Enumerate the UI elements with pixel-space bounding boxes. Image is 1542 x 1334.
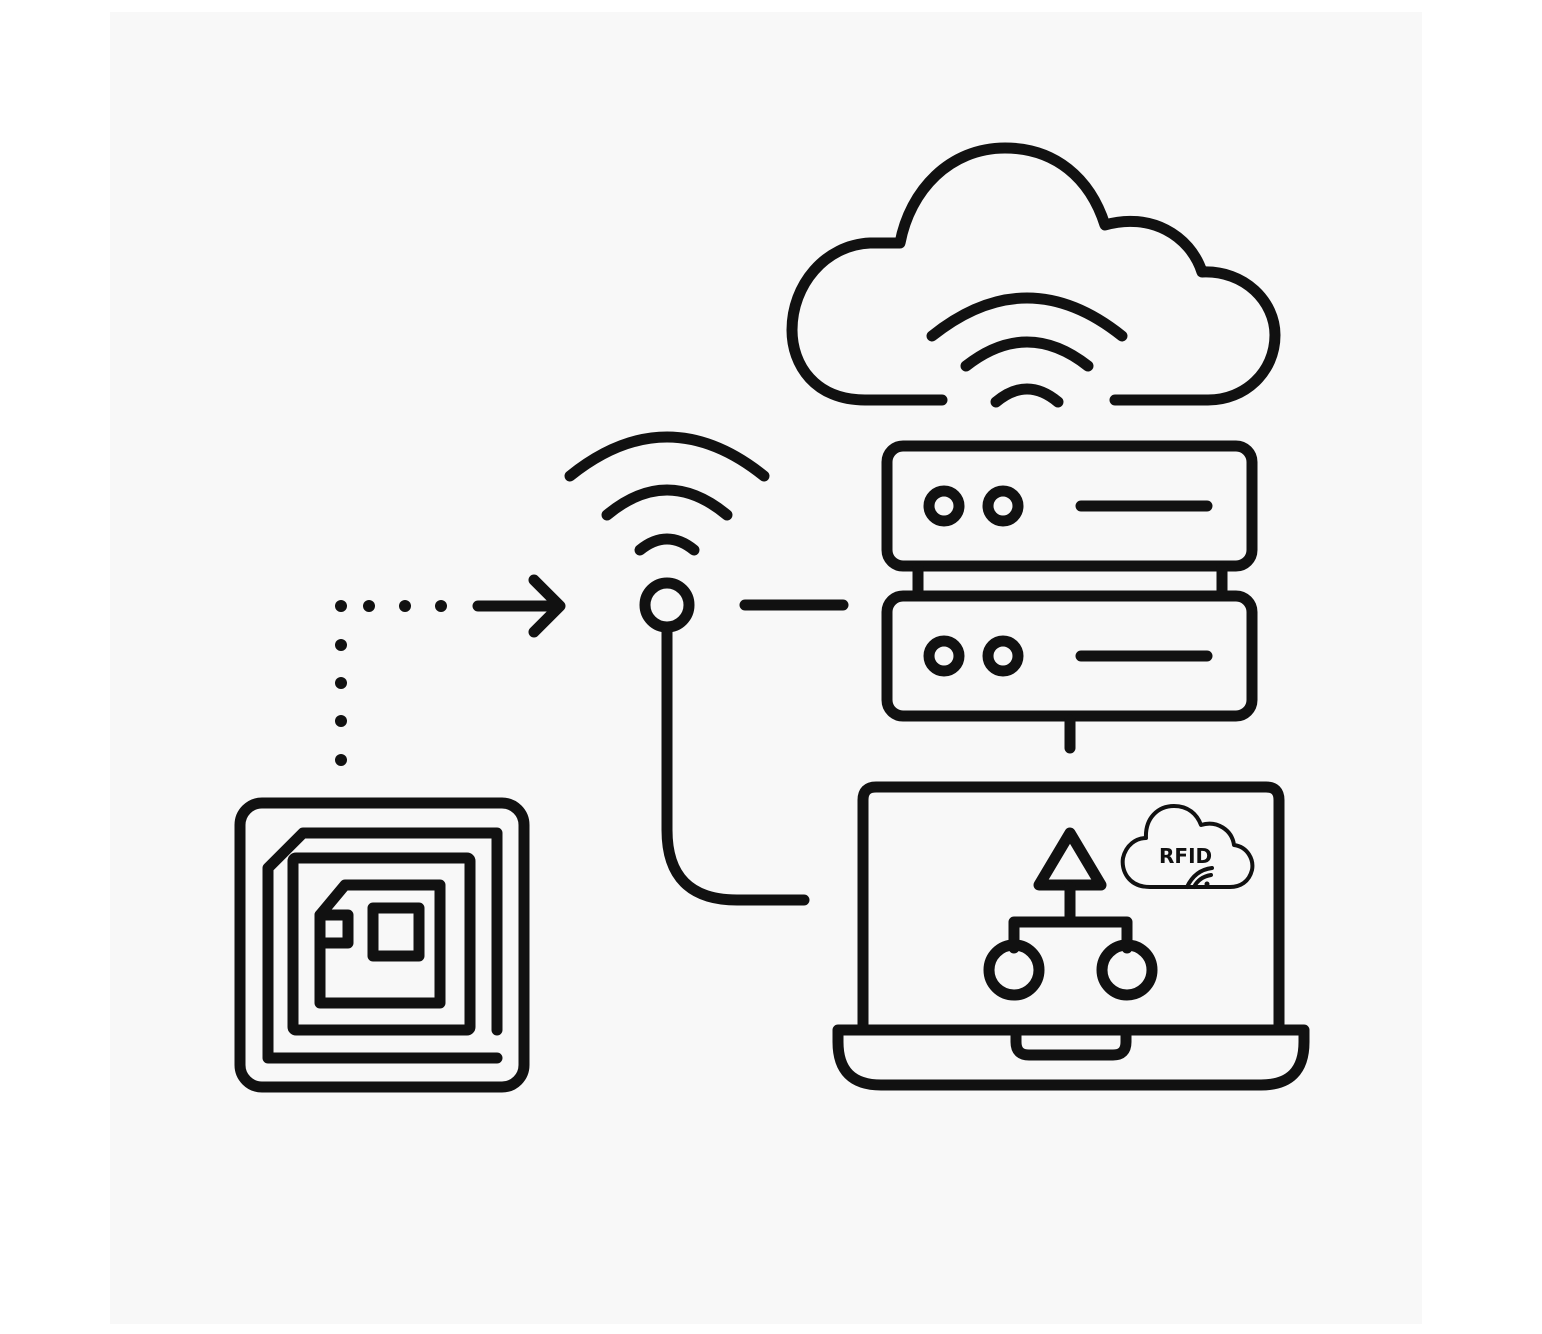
laptop-icon [832, 781, 1310, 1091]
server-rack-icon [881, 440, 1258, 754]
hierarchy-icon [983, 827, 1158, 1001]
rfid-cloud-badge-icon: RFID [1120, 804, 1255, 889]
cloud-wifi-icon [786, 142, 1281, 408]
signal-path [335, 574, 566, 766]
rfid-badge-label: RFID [1159, 844, 1212, 868]
rfid-tag-icon [234, 797, 530, 1093]
wireless-reader-icon [564, 431, 849, 906]
diagram-background [110, 12, 1422, 1324]
arrow-head-icon [528, 574, 566, 638]
